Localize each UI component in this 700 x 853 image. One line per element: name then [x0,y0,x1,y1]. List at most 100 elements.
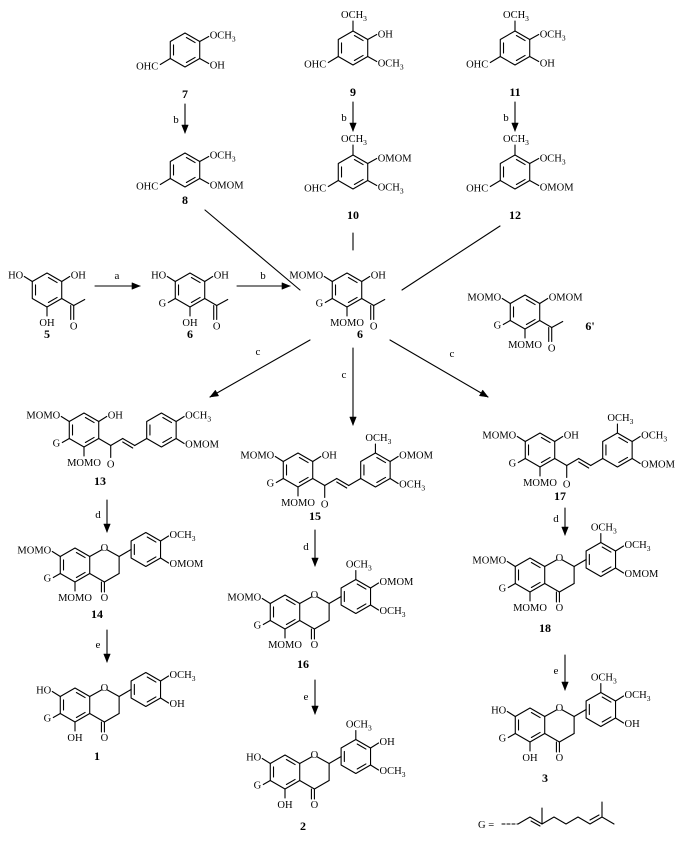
geranyl-g-label: G [499,584,507,595]
bond [369,742,380,749]
bond [73,298,86,307]
double-bond [185,36,196,44]
mom-ether-label: OMOM [399,451,434,462]
bond [324,297,333,304]
aryl-ring [169,32,201,68]
reaction-arrow-head [181,124,189,134]
bond [573,708,587,718]
mom-label: MOMO [240,451,274,462]
mom-ether-label: OMOM [540,183,575,194]
aldehyde-label: OHC [466,60,488,71]
ketone-o-label: O [321,500,329,511]
substituent-label: OH [71,271,87,282]
a-ring [514,707,546,743]
double-bond [601,696,612,703]
geranyl-g-label: G [44,714,52,725]
aryl-ring [337,154,369,190]
double-bond [515,158,526,166]
bond [312,455,322,463]
methoxy-label: OCH3 [607,413,633,426]
double-bond [601,546,612,553]
bond [529,157,540,165]
double-bond [530,820,541,827]
b-ring [340,738,372,775]
b-ring [585,691,617,728]
double-bond [356,763,367,770]
bond [614,545,625,552]
compound-number: 17 [554,489,566,503]
double-bond [190,276,201,284]
compound-number: 3 [542,771,548,785]
aryl-ring [169,152,201,188]
bond [23,275,33,283]
methoxy-label: OCH3 [540,30,566,43]
double-bond [356,603,367,610]
geranyl-g-label: G [44,574,52,585]
double-bond [185,156,196,164]
bond [98,437,112,447]
bond [631,435,641,443]
double-bond [347,276,358,284]
bond [106,689,120,698]
methoxy-label: OCH3 [625,690,651,703]
bond [103,712,120,723]
converging-line [401,225,501,291]
double-bond [530,581,541,589]
ketone-o-label: O [101,593,109,604]
aldehyde-label: OHC [466,184,488,195]
hydroxyl-label: OH [108,411,124,422]
substituent-label: MOMO [508,340,542,351]
reaction-arrow [209,339,311,398]
substituent-label: OH [380,737,396,748]
double-bond [162,416,173,424]
double-bond [353,178,364,186]
double-bond [540,436,551,444]
substituent-label: MOMO [467,293,501,304]
bond [89,572,105,583]
methoxy-label: OCH3 [170,530,196,543]
substituent-label: OH [182,318,198,329]
double-bond [75,571,86,579]
bond [261,597,271,605]
mom-label: MOMO [523,478,557,489]
reaction-arrow-head [131,282,141,290]
bond [506,560,516,568]
reaction-arrow-head [349,416,357,426]
reaction-arrow-head [479,389,489,398]
a-ring [514,557,546,593]
bond [275,477,284,484]
compound-number: 9 [350,85,356,99]
double-bond [162,436,173,444]
bond [502,319,511,326]
bond [566,457,580,467]
reaction-arrow-head [349,122,357,132]
ketone-o-label: O [548,344,556,355]
ketone-o-label: O [101,733,109,744]
compound-number: 14 [91,607,103,621]
compound-number: 5 [44,327,50,341]
bond [361,297,375,307]
substituent-label: OH [214,271,230,282]
double-bond [530,561,541,569]
double-bond [75,691,86,699]
reagent-label: e [304,691,309,703]
geranyl-g-label: G [316,299,324,310]
bond [159,697,170,704]
double-bond [75,711,86,719]
bond [312,477,326,487]
bond [199,57,210,65]
substituent-label: HO [151,271,167,282]
bond [316,596,330,605]
b-ring [130,531,162,568]
bond [373,298,386,307]
substituent-label: OH [67,733,83,744]
bond [299,779,315,790]
bond [175,437,185,445]
methoxy-label: OCH3 [378,183,404,196]
bond [369,582,380,589]
bond [199,177,210,185]
compound-number: 16 [297,657,309,671]
bond [561,709,575,718]
double-bond [356,583,367,590]
